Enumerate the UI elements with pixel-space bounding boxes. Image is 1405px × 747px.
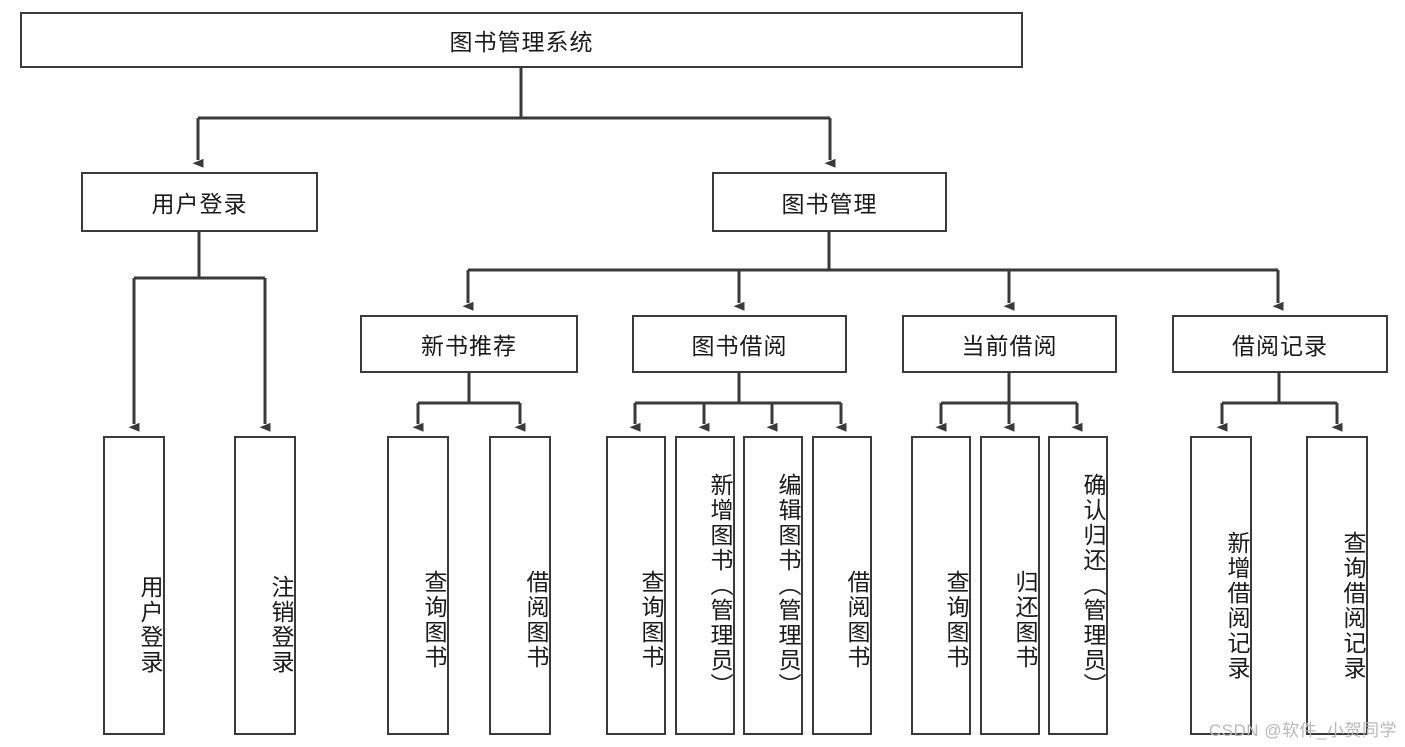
leaf-user-logout[interactable]: 注销登录 [234,436,296,735]
leaf-edit-book[interactable]: 编辑图书（管理员） [743,436,803,735]
leaf-add-book[interactable]: 新增图书（管理员） [675,436,735,735]
leaf-user-login[interactable]: 用户登录 [103,436,165,735]
leaf-query-book-1-label: 查询图书 [421,569,447,670]
leaf-query-record-label: 查询借阅记录 [1340,530,1366,681]
node-new-book-recommend[interactable]: 新书推荐 [360,315,578,373]
csdn-watermark: CSDN @软件_小贺同学 [1208,721,1397,740]
leaf-return-book-label: 归还图书 [1012,569,1038,670]
leaf-query-book-1[interactable]: 查询图书 [387,436,449,735]
node-current-borrow[interactable]: 当前借阅 [902,315,1117,373]
leaf-add-book-label: 新增图书（管理员） [707,473,733,698]
node-root[interactable]: 图书管理系统 [20,12,1023,68]
node-current-borrow-label: 当前借阅 [961,333,1058,359]
leaf-user-login-label: 用户登录 [137,574,163,675]
leaf-query-book-2-label: 查询图书 [638,569,664,670]
leaf-user-logout-label: 注销登录 [268,574,294,675]
node-book-management[interactable]: 图书管理 [712,172,947,232]
leaf-confirm-return[interactable]: 确认归还（管理员） [1048,436,1108,735]
leaf-borrow-book-2-label: 借阅图书 [844,569,870,670]
leaf-query-book-3-label: 查询图书 [943,569,969,670]
node-borrow-record[interactable]: 借阅记录 [1172,315,1388,373]
leaf-confirm-return-label: 确认归还（管理员） [1080,473,1106,698]
node-book-management-label: 图书管理 [781,191,878,217]
leaf-query-book-2[interactable]: 查询图书 [606,436,666,735]
node-user-login-label: 用户登录 [151,191,248,217]
leaf-query-book-3[interactable]: 查询图书 [911,436,971,735]
leaf-borrow-book-2[interactable]: 借阅图书 [812,436,872,735]
node-book-borrow-label: 图书借阅 [691,333,788,359]
node-root-label: 图书管理系统 [449,29,594,55]
node-book-borrow[interactable]: 图书借阅 [632,315,847,373]
node-borrow-record-label: 借阅记录 [1232,333,1328,359]
leaf-edit-book-label: 编辑图书（管理员） [775,473,801,698]
leaf-return-book[interactable]: 归还图书 [980,436,1040,735]
leaf-borrow-book-1-label: 借阅图书 [523,569,549,670]
node-user-login[interactable]: 用户登录 [81,172,318,232]
leaf-add-record-label: 新增借阅记录 [1224,530,1250,681]
leaf-add-record[interactable]: 新增借阅记录 [1190,436,1252,735]
node-new-book-recommend-label: 新书推荐 [421,333,517,359]
leaf-borrow-book-1[interactable]: 借阅图书 [489,436,551,735]
leaf-query-record[interactable]: 查询借阅记录 [1306,436,1368,735]
